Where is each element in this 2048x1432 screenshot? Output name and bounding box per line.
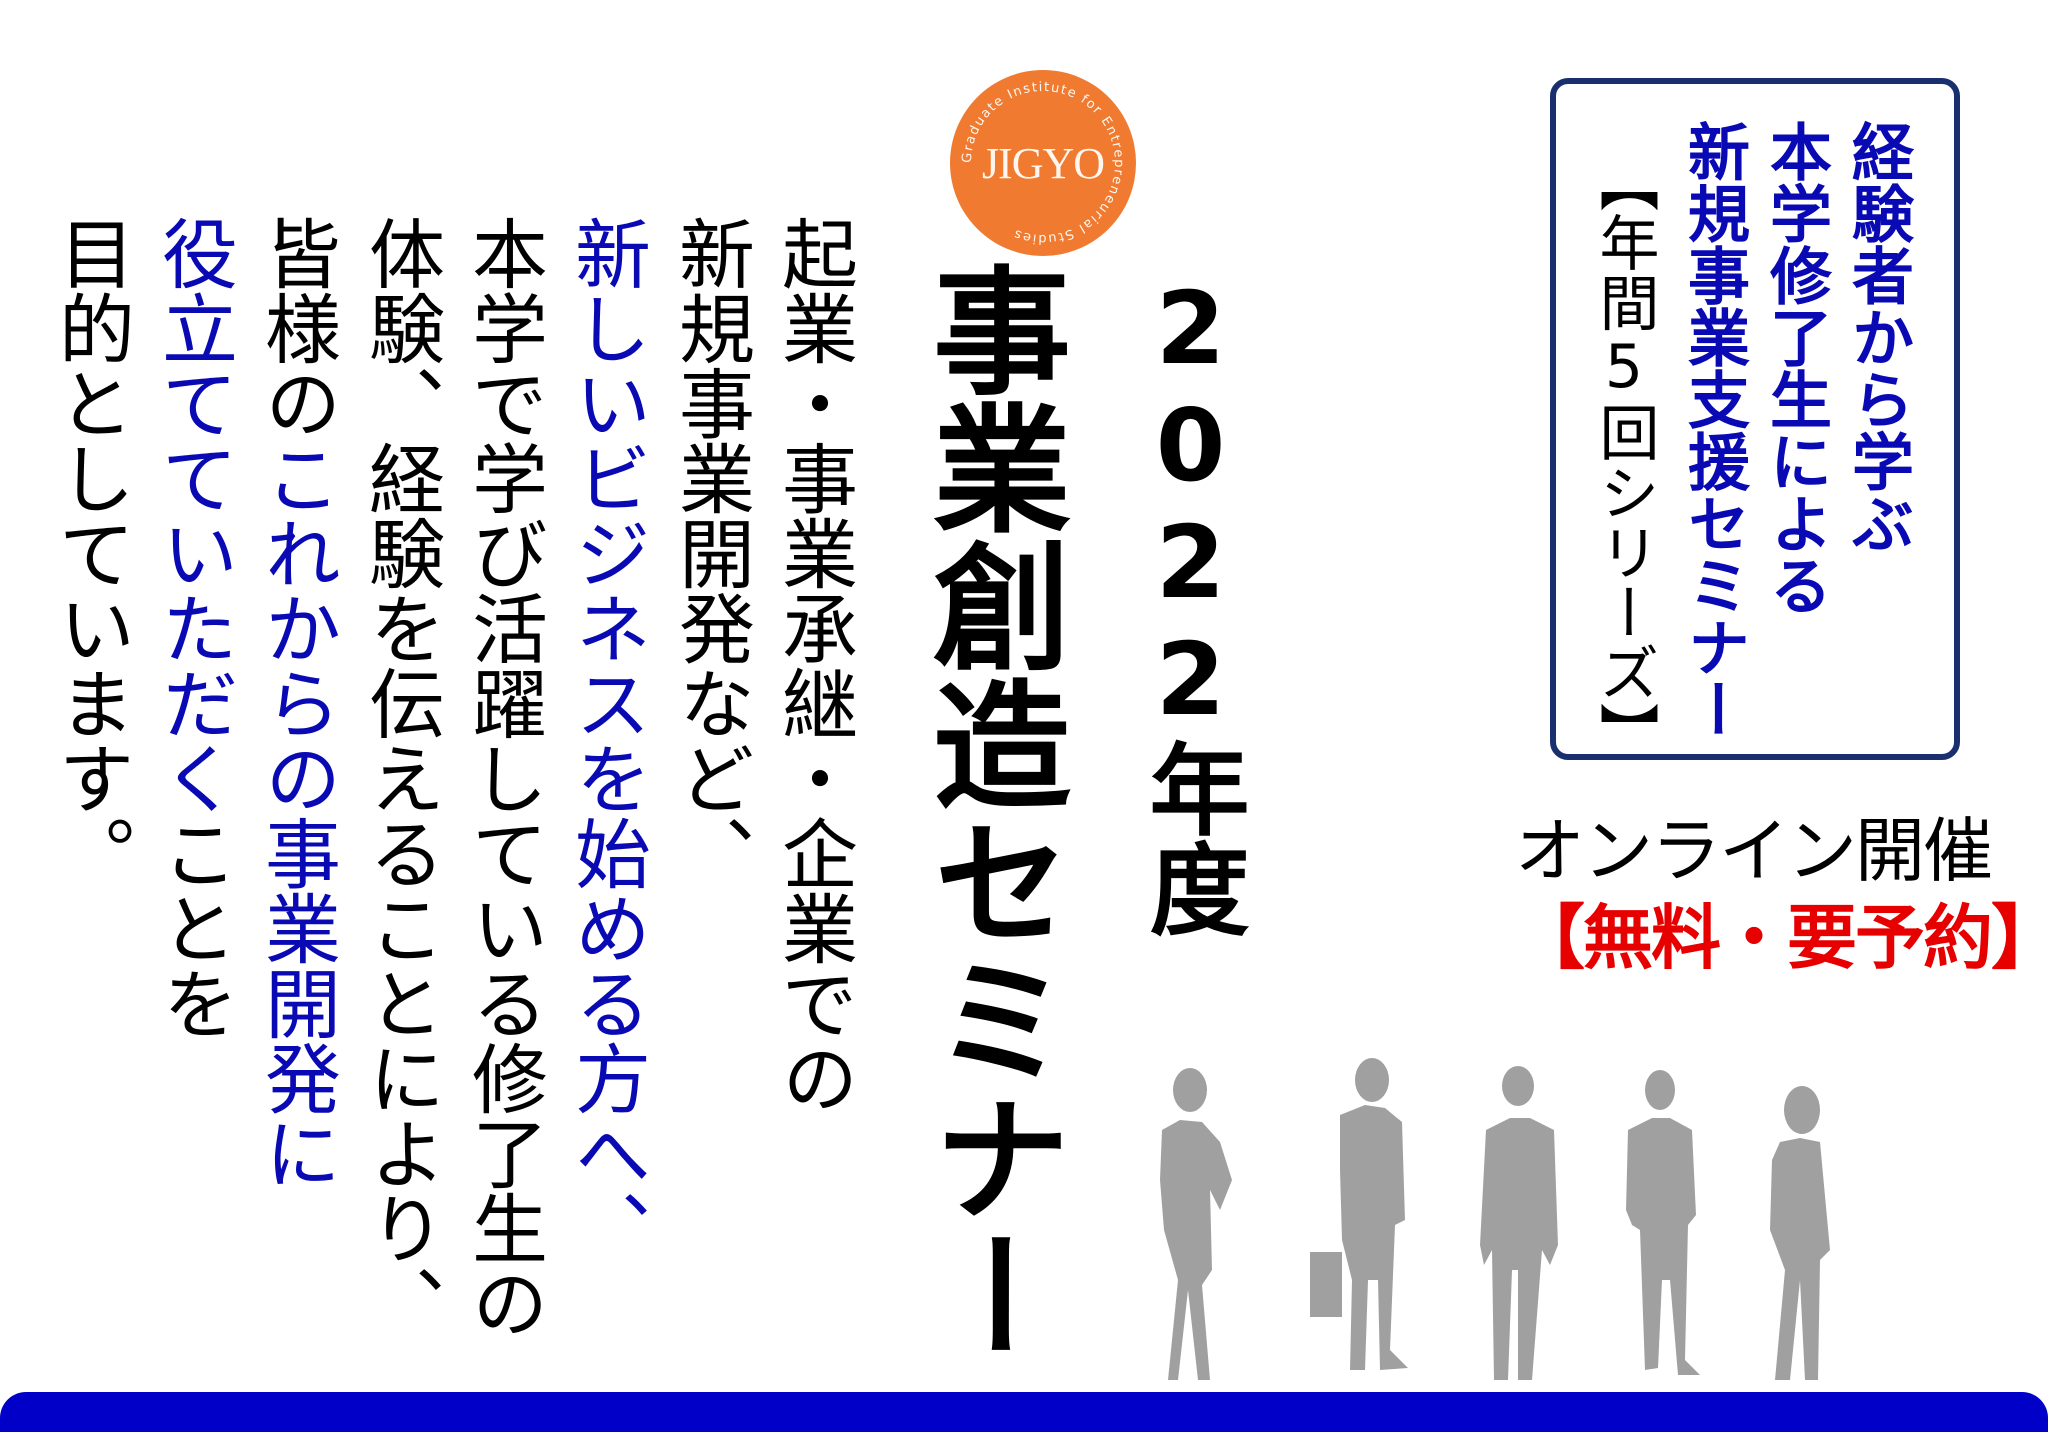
body-column-8: 目的としています。 (46, 215, 135, 890)
body-column-5: 体験、経験を伝えることにより、 (356, 215, 445, 1340)
body-column-2: 新規事業開発など、 (666, 215, 755, 890)
footer-bar (0, 1392, 2048, 1432)
svg-text:Graduate Institute for Entrepr: Graduate Institute for Entrepreneurial S… (960, 80, 1126, 246)
logo-ring-icon: Graduate Institute for Entrepreneurial S… (960, 80, 1126, 246)
business-people-silhouettes-icon (1160, 1058, 1830, 1380)
event-fee-badge: 【無料・要予約】 (1515, 897, 2048, 979)
title-year: 2022年度 (1132, 270, 1249, 938)
event-format: オンライン開催 (1515, 810, 1993, 892)
logo-word: JIGYO (981, 138, 1105, 188)
series-line-3: 新規事業支援セミナー (1677, 120, 1750, 740)
body-column-4: 本学で学び活躍している修了生の (459, 215, 548, 1340)
body-column-7: 役立てていただくことを (149, 215, 238, 1040)
page-title: 事業創造セミナー (909, 260, 1070, 1364)
jigyo-logo: Graduate Institute for Entrepreneurial S… (950, 70, 1136, 256)
series-subtitle: 【年間5回シリーズ】 (1589, 152, 1659, 762)
body-column-6: 皆様のこれからの事業開発に (252, 215, 341, 1190)
body-column-3: 新しいビジネスを始める方へ、 (562, 215, 651, 1265)
series-line-1: 経験者から学ぶ (1841, 120, 1914, 554)
body-column-1: 起業・事業承継・企業での (769, 215, 858, 1115)
series-info-box: 経験者から学ぶ 本学修了生による 新規事業支援セミナー 【年間5回シリーズ】 (1550, 78, 1960, 762)
series-line-2: 本学修了生による (1759, 120, 1832, 616)
